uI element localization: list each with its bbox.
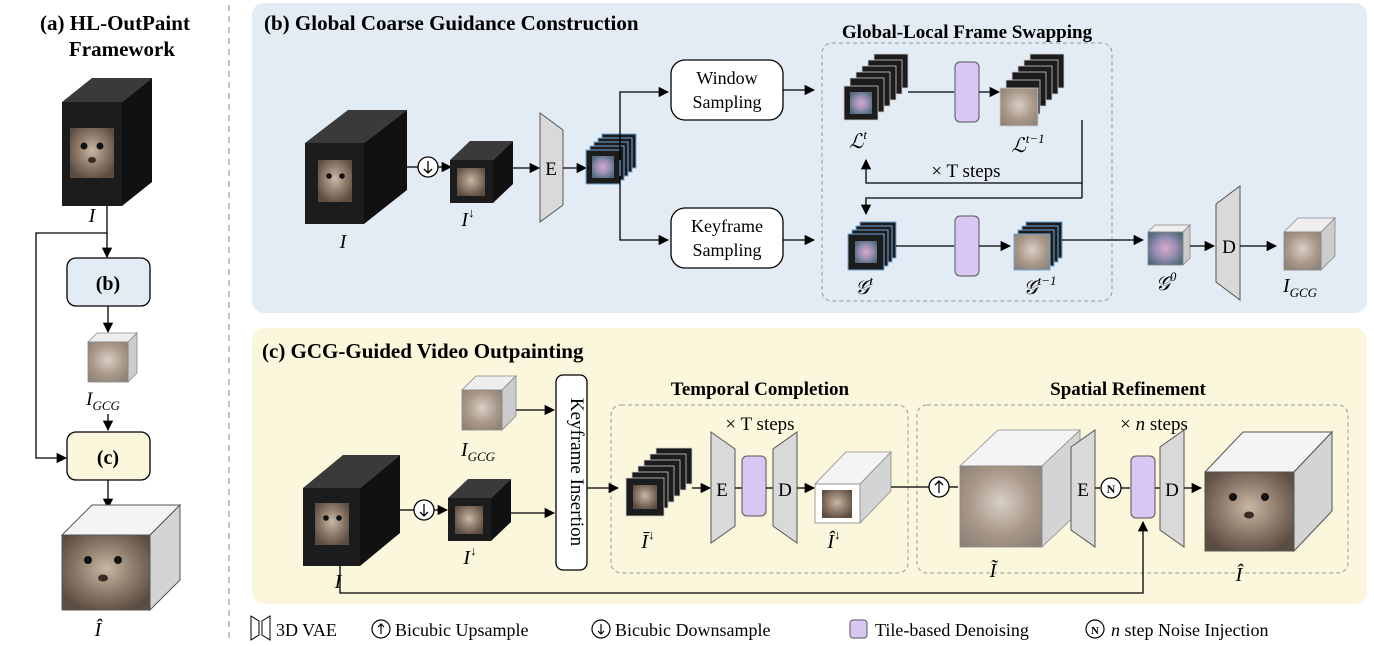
panel-b-encoder bbox=[539, 112, 564, 223]
panel-c-down-cube bbox=[448, 479, 511, 541]
swap-steps-label: × T steps bbox=[931, 161, 1000, 182]
panel-a-box-b-label: (b) bbox=[96, 273, 120, 295]
g0-cube bbox=[1147, 224, 1191, 266]
ihat-down-label: Î↓ bbox=[826, 527, 840, 553]
panel-b-title: (b) Global Coarse Guidance Construction bbox=[264, 11, 639, 35]
lt-label: ℒt bbox=[849, 127, 867, 153]
panel-b-output-cube bbox=[1283, 217, 1336, 271]
panel-b-decoder bbox=[1215, 185, 1241, 301]
lt1-label: ℒt−1 bbox=[1011, 131, 1044, 157]
keyframe-insertion-label: Keyframe Insertion bbox=[566, 398, 587, 547]
panel-a-title-line2: Framework bbox=[69, 37, 175, 61]
spatial-encoder bbox=[1070, 429, 1096, 548]
panel-b-down-cube bbox=[450, 141, 513, 203]
panel-a-gcg-label: IGCG bbox=[85, 389, 120, 413]
gt1-label: 𝒢t−1 bbox=[1023, 273, 1056, 299]
panel-c-title: (c) GCG-Guided Video Outpainting bbox=[262, 339, 584, 363]
panel-a-title-line1: (a) HL-OutPaint bbox=[40, 11, 190, 35]
panel-c-output-label: Î bbox=[1235, 563, 1244, 586]
keyframe-sampling-line1: Keyframe bbox=[691, 216, 763, 236]
panel-b-decoder-label: D bbox=[1222, 237, 1236, 258]
swap-dashed-box bbox=[821, 42, 1113, 302]
gt-label: 𝒢t bbox=[855, 273, 873, 299]
gt1-stack bbox=[1013, 221, 1063, 271]
spatial-decoder bbox=[1159, 429, 1185, 548]
panel-c-input-label: I bbox=[334, 571, 343, 593]
spatial-decoder-label: D bbox=[1165, 480, 1179, 501]
keyframe-sampling-line2: Sampling bbox=[692, 240, 761, 260]
temporal-steps-label: × T steps bbox=[725, 414, 794, 435]
g0-label: 𝒢0 bbox=[1156, 269, 1177, 295]
window-sampling-line1: Window bbox=[696, 68, 757, 88]
gt-stack bbox=[847, 221, 897, 271]
noise-injection-icon-label: N bbox=[1107, 482, 1116, 496]
temporal-denoise-block bbox=[741, 455, 767, 517]
legend-upsample-label: Bicubic Upsample bbox=[395, 620, 528, 640]
panel-b-output-label: IGCG bbox=[1282, 275, 1318, 300]
panel-b-input-label: I bbox=[339, 231, 348, 253]
keyframe-insertion-box bbox=[555, 374, 588, 571]
panel-c-input-cube bbox=[303, 455, 400, 566]
swap-title: Global-Local Frame Swapping bbox=[842, 22, 1093, 43]
panel-b-input-cube bbox=[305, 110, 407, 224]
itilde-cube bbox=[958, 429, 1082, 548]
temporal-decoder bbox=[772, 431, 798, 544]
ibar-stack bbox=[625, 447, 693, 517]
panel-a-input-cube bbox=[62, 78, 152, 206]
panel-c-background bbox=[252, 328, 1367, 604]
legend-vae-label: 3D VAE bbox=[276, 620, 337, 640]
keyframe-sampling-box bbox=[670, 207, 784, 269]
lt1-stack bbox=[999, 53, 1065, 127]
legend-vae-icon bbox=[250, 615, 271, 641]
panel-b-encoder-label: E bbox=[545, 159, 557, 180]
temporal-title: Temporal Completion bbox=[671, 379, 850, 400]
legend-denoise-label: Tile-based Denoising bbox=[875, 620, 1029, 640]
spatial-encoder-label: E bbox=[1077, 480, 1089, 501]
spatial-title: Spatial Refinement bbox=[1050, 379, 1206, 400]
ihat-down-cube bbox=[814, 451, 892, 524]
legend-noise-icon-label: N bbox=[1091, 625, 1099, 637]
panel-b-background bbox=[252, 3, 1367, 313]
panel-a-output-cube bbox=[60, 503, 182, 612]
spatial-steps-label: × n steps bbox=[1120, 414, 1188, 435]
temporal-encoder bbox=[710, 431, 736, 544]
spatial-dashed-box bbox=[916, 404, 1349, 574]
panel-a-input-label: I bbox=[88, 205, 97, 227]
legend-downsample-label: Bicubic Downsample bbox=[615, 620, 770, 640]
legend-denoise-icon bbox=[849, 619, 868, 639]
spatial-denoise-block bbox=[1130, 455, 1156, 519]
panel-c-gcg-label: IGCG bbox=[460, 439, 496, 464]
lt-denoise-block bbox=[954, 61, 980, 123]
lt-stack bbox=[843, 53, 909, 121]
legend-noise-label: n step Noise Injection bbox=[1111, 620, 1268, 640]
temporal-decoder-label: D bbox=[778, 480, 792, 501]
panel-b-down-label: I↓ bbox=[460, 205, 474, 231]
gt-denoise-block bbox=[954, 215, 980, 277]
temporal-encoder-label: E bbox=[716, 480, 728, 501]
panel-a-box-c-label: (c) bbox=[97, 447, 119, 469]
panel-c-output-cube bbox=[1203, 430, 1334, 553]
legend-noise-icon bbox=[1085, 619, 1105, 639]
ibar-label: Ī↓ bbox=[640, 527, 654, 553]
window-sampling-line2: Sampling bbox=[692, 92, 761, 112]
panel-b-latent-stack bbox=[585, 133, 637, 185]
itilde-label: Ĩ bbox=[989, 558, 999, 582]
panel-a-gcg-cube bbox=[87, 332, 138, 383]
panel-c-down-label: I↓ bbox=[462, 543, 476, 569]
panel-c-gcg-cube bbox=[461, 375, 517, 431]
panel-a-output-label: Î bbox=[94, 618, 103, 641]
